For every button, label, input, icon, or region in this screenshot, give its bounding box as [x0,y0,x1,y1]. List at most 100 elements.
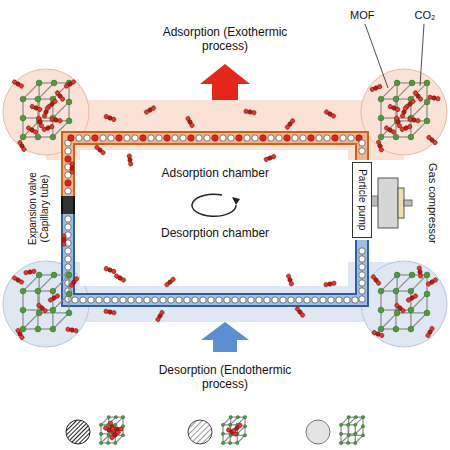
mof-node [424,80,430,86]
mof-lattice [99,416,124,445]
mof-particle [359,272,365,278]
mof-particle [300,135,306,141]
co2-atom [379,333,385,339]
mof-node [229,416,232,419]
co2-atom [289,118,295,124]
mof-node [35,96,41,102]
co2-atom [410,98,416,104]
tube-wall [68,138,362,196]
mof-node [36,80,42,86]
mof-particle [112,297,118,303]
mof-node [378,307,384,313]
loaded-particle [188,135,194,141]
mof-particle [264,297,270,303]
mof-strut [411,294,427,310]
co2-molecule [426,134,438,145]
mof-node [121,416,124,419]
co2-molecule [394,302,406,313]
co2-molecule [114,273,127,283]
co2-molecule [263,154,276,162]
tube-guide [68,138,362,196]
co2-molecule [42,105,50,118]
co2-atom [59,96,65,102]
heat-out-arrow [200,64,250,100]
co2-molecule [426,277,439,287]
co2-molecule [15,328,25,341]
co2-atom [62,234,66,238]
mof-particle [136,297,142,303]
co2-atom [299,312,305,318]
mof-node [236,416,239,419]
compressor-piston [398,188,404,218]
mof-node [221,423,224,426]
mof-node [394,310,400,316]
co2-molecule [324,281,337,287]
mof-group [12,79,441,445]
part-label: CO₂ [415,9,436,22]
co2-atom [189,122,195,128]
mof-lattice [378,80,430,140]
mof-particle [232,297,238,303]
co2-molecule [68,276,79,288]
loaded-particle [116,135,122,141]
mof-particle [359,296,365,302]
mof-particle [324,135,330,141]
compressor-rod [404,200,412,206]
co2-atom [111,310,116,315]
mof-node [99,441,102,444]
loaded-particle [332,135,338,141]
co2-atom [418,273,423,278]
mof-particle [244,135,250,141]
co2-molecule [29,104,42,112]
co2-atom [111,427,115,431]
co2-atom [417,96,423,102]
mof-node [114,416,117,419]
mof-strut [411,313,427,329]
mof-node [361,425,364,428]
mof-node [20,288,26,294]
tube-core [63,196,73,214]
mof-particle [220,135,226,141]
mof-node [66,118,72,124]
co2-molecule [26,125,39,135]
loaded-particle [260,135,266,141]
mof-particle [180,135,186,141]
mof-node [66,99,72,105]
mof-particle [228,135,234,141]
mof-node [66,291,72,297]
co2-molecule [36,302,48,313]
compressor: Gas compressor [376,158,448,248]
co2-atom [21,146,27,152]
mof-node [378,326,384,332]
co2-molecule [12,79,25,89]
co2-molecule [50,117,63,123]
adsorption-zoom [361,69,447,155]
co2-atom [150,105,156,111]
co2-atom [432,139,438,145]
mof-node [20,96,26,102]
mof-particle [359,256,365,262]
mof-node [361,416,364,419]
mof-particle [200,297,206,303]
co2-atom [111,269,117,275]
co2-molecule [417,266,423,279]
mof-node [243,434,246,437]
co2-atom [159,310,165,316]
mof-node [50,307,56,313]
tube-guide [68,214,362,300]
mof-node [424,291,430,297]
loaded-particle [68,135,74,141]
loaded-particle [65,156,71,162]
cycle-arrow [192,194,236,216]
mof-particle [216,297,222,303]
co2-molecule [284,118,295,130]
co2-molecule [185,116,195,129]
co2-molecule [17,140,27,153]
co2-molecule [41,124,54,132]
mof-particle [359,148,365,154]
mof-particle [336,297,342,303]
co2-atom [377,84,383,90]
mof-node [409,80,415,86]
co2-atom [32,129,38,135]
mof-node [107,441,110,444]
